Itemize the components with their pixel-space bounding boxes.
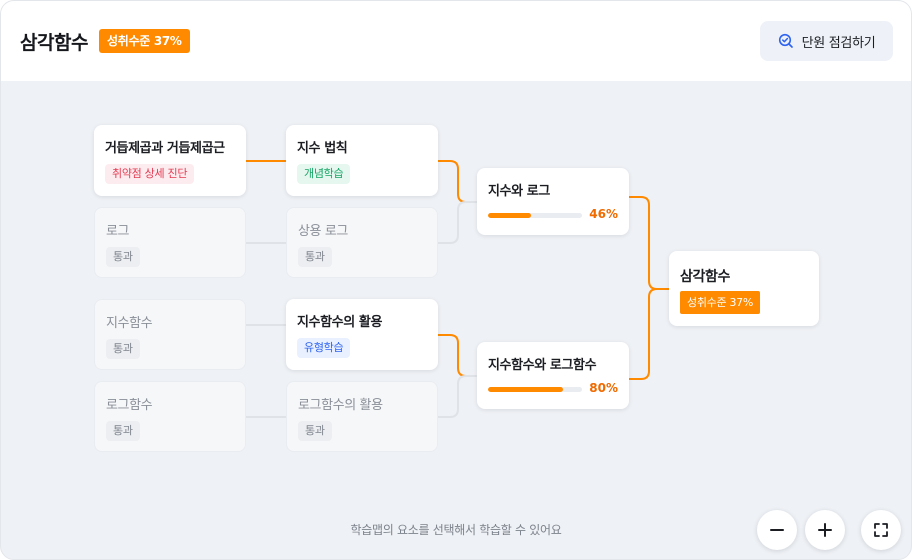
expand-icon (873, 522, 889, 538)
connector-funcs-to-trig (629, 288, 669, 380)
map-hint: 학습맵의 요소를 선택해서 학습할 수 있어요 (350, 523, 562, 537)
progress-fill (488, 213, 532, 218)
node-label: 로그함수 (106, 398, 153, 413)
map-connectors (246, 160, 669, 418)
learning-map-canvas[interactable]: 거듭제곱과 거듭제곱근 취약점 상세 진단 로그 통과 지수함수 통과 로그함수… (1, 81, 911, 559)
node-exp-log-funcs[interactable]: 지수함수와 로그함수 80% (477, 342, 629, 409)
achievement-badge: 성취수준 37% (99, 29, 190, 53)
node-label: 거듭제곱과 거듭제곱근 (105, 141, 225, 156)
search-check-icon (778, 33, 794, 49)
node-log-func[interactable]: 로그함수 통과 (94, 381, 246, 452)
node-exp-law[interactable]: 지수 법칙 개념학습 (286, 125, 438, 196)
passed-tag: 통과 (298, 247, 332, 267)
page-title: 삼각함수 (20, 32, 88, 54)
node-label: 지수함수 (106, 316, 153, 331)
progress-percent: 46% (589, 207, 618, 221)
node-label: 로그함수의 활용 (298, 398, 383, 413)
node-label: 로그 (106, 224, 130, 239)
plus-icon (817, 522, 833, 538)
concept-tag: 개념학습 (297, 164, 351, 184)
unit-check-label: 단원 점검하기 (801, 35, 876, 51)
node-exp-func-use[interactable]: 지수함수의 활용 유형학습 (286, 299, 438, 370)
weakness-tag: 취약점 상세 진단 (105, 164, 195, 184)
progress-bar (488, 213, 582, 218)
node-label: 상용 로그 (298, 224, 348, 239)
node-label: 삼각함수 (680, 269, 730, 285)
node-log[interactable]: 로그 통과 (94, 207, 246, 278)
node-root-power[interactable]: 거듭제곱과 거듭제곱근 취약점 상세 진단 (94, 125, 246, 196)
passed-tag: 통과 (106, 247, 140, 267)
fullscreen-button[interactable] (861, 510, 901, 550)
problem-type-tag: 유형학습 (297, 338, 351, 358)
minus-icon (769, 522, 785, 538)
zoom-in-button[interactable] (805, 510, 845, 550)
connector-common-log-to-exp-log (438, 201, 477, 244)
passed-tag: 통과 (106, 339, 140, 359)
node-label: 지수함수와 로그함수 (488, 358, 597, 373)
connector-law-to-exp-log (438, 160, 477, 203)
node-label: 지수함수의 활용 (297, 315, 383, 330)
progress-bar (488, 387, 582, 392)
connector-exp-log-to-trig (629, 196, 669, 290)
node-label: 지수와 로그 (488, 184, 550, 199)
zoom-out-button[interactable] (757, 510, 797, 550)
node-log-func-use[interactable]: 로그함수의 활용 통과 (286, 381, 438, 452)
header: 삼각함수 성취수준 37% 단원 점검하기 (1, 1, 911, 81)
node-exp-and-log[interactable]: 지수와 로그 46% (477, 168, 629, 235)
node-trig[interactable]: 삼각함수 성취수준 37% (669, 251, 819, 326)
progress-fill (488, 387, 564, 392)
achievement-badge: 성취수준 37% (680, 291, 761, 314)
progress-percent: 80% (589, 381, 618, 395)
connector-exp-use-to-funcs (438, 334, 477, 377)
passed-tag: 통과 (106, 421, 140, 441)
passed-tag: 통과 (298, 421, 332, 441)
unit-check-button[interactable]: 단원 점검하기 (760, 21, 893, 61)
node-exp-func[interactable]: 지수함수 통과 (94, 299, 246, 370)
node-label: 지수 법칙 (297, 141, 348, 156)
node-common-log[interactable]: 상용 로그 통과 (286, 207, 438, 278)
connector-log-use-to-funcs (438, 375, 477, 418)
